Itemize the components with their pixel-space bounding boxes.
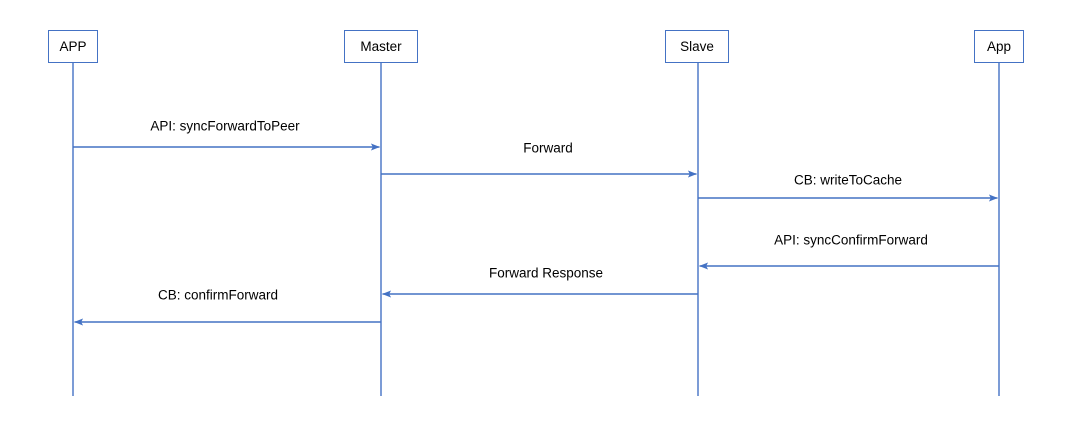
lifeline-box-app_left[interactable]: APP <box>48 30 98 63</box>
lifeline-label: Slave <box>680 38 714 54</box>
lifeline-label: App <box>986 38 1012 54</box>
message-label-4: API: syncConfirmForward <box>774 232 928 248</box>
lifeline-lines-group <box>72 63 1000 396</box>
message-label-1: API: syncForwardToPeer <box>150 118 300 134</box>
lifeline-box-app_right[interactable]: App <box>974 30 1024 63</box>
message-label-2: Forward <box>523 140 573 156</box>
lifeline-box-slave[interactable]: Slave <box>665 30 729 63</box>
message-label-5: Forward Response <box>488 265 604 281</box>
lifeline-label: Master <box>360 38 402 54</box>
message-label-3: CB: writeToCache <box>793 172 903 188</box>
lifeline-label: APP <box>59 38 87 54</box>
lifeline-box-master[interactable]: Master <box>344 30 418 63</box>
message-arrows-group <box>73 143 999 326</box>
message-label-6: CB: confirmForward <box>157 287 279 303</box>
